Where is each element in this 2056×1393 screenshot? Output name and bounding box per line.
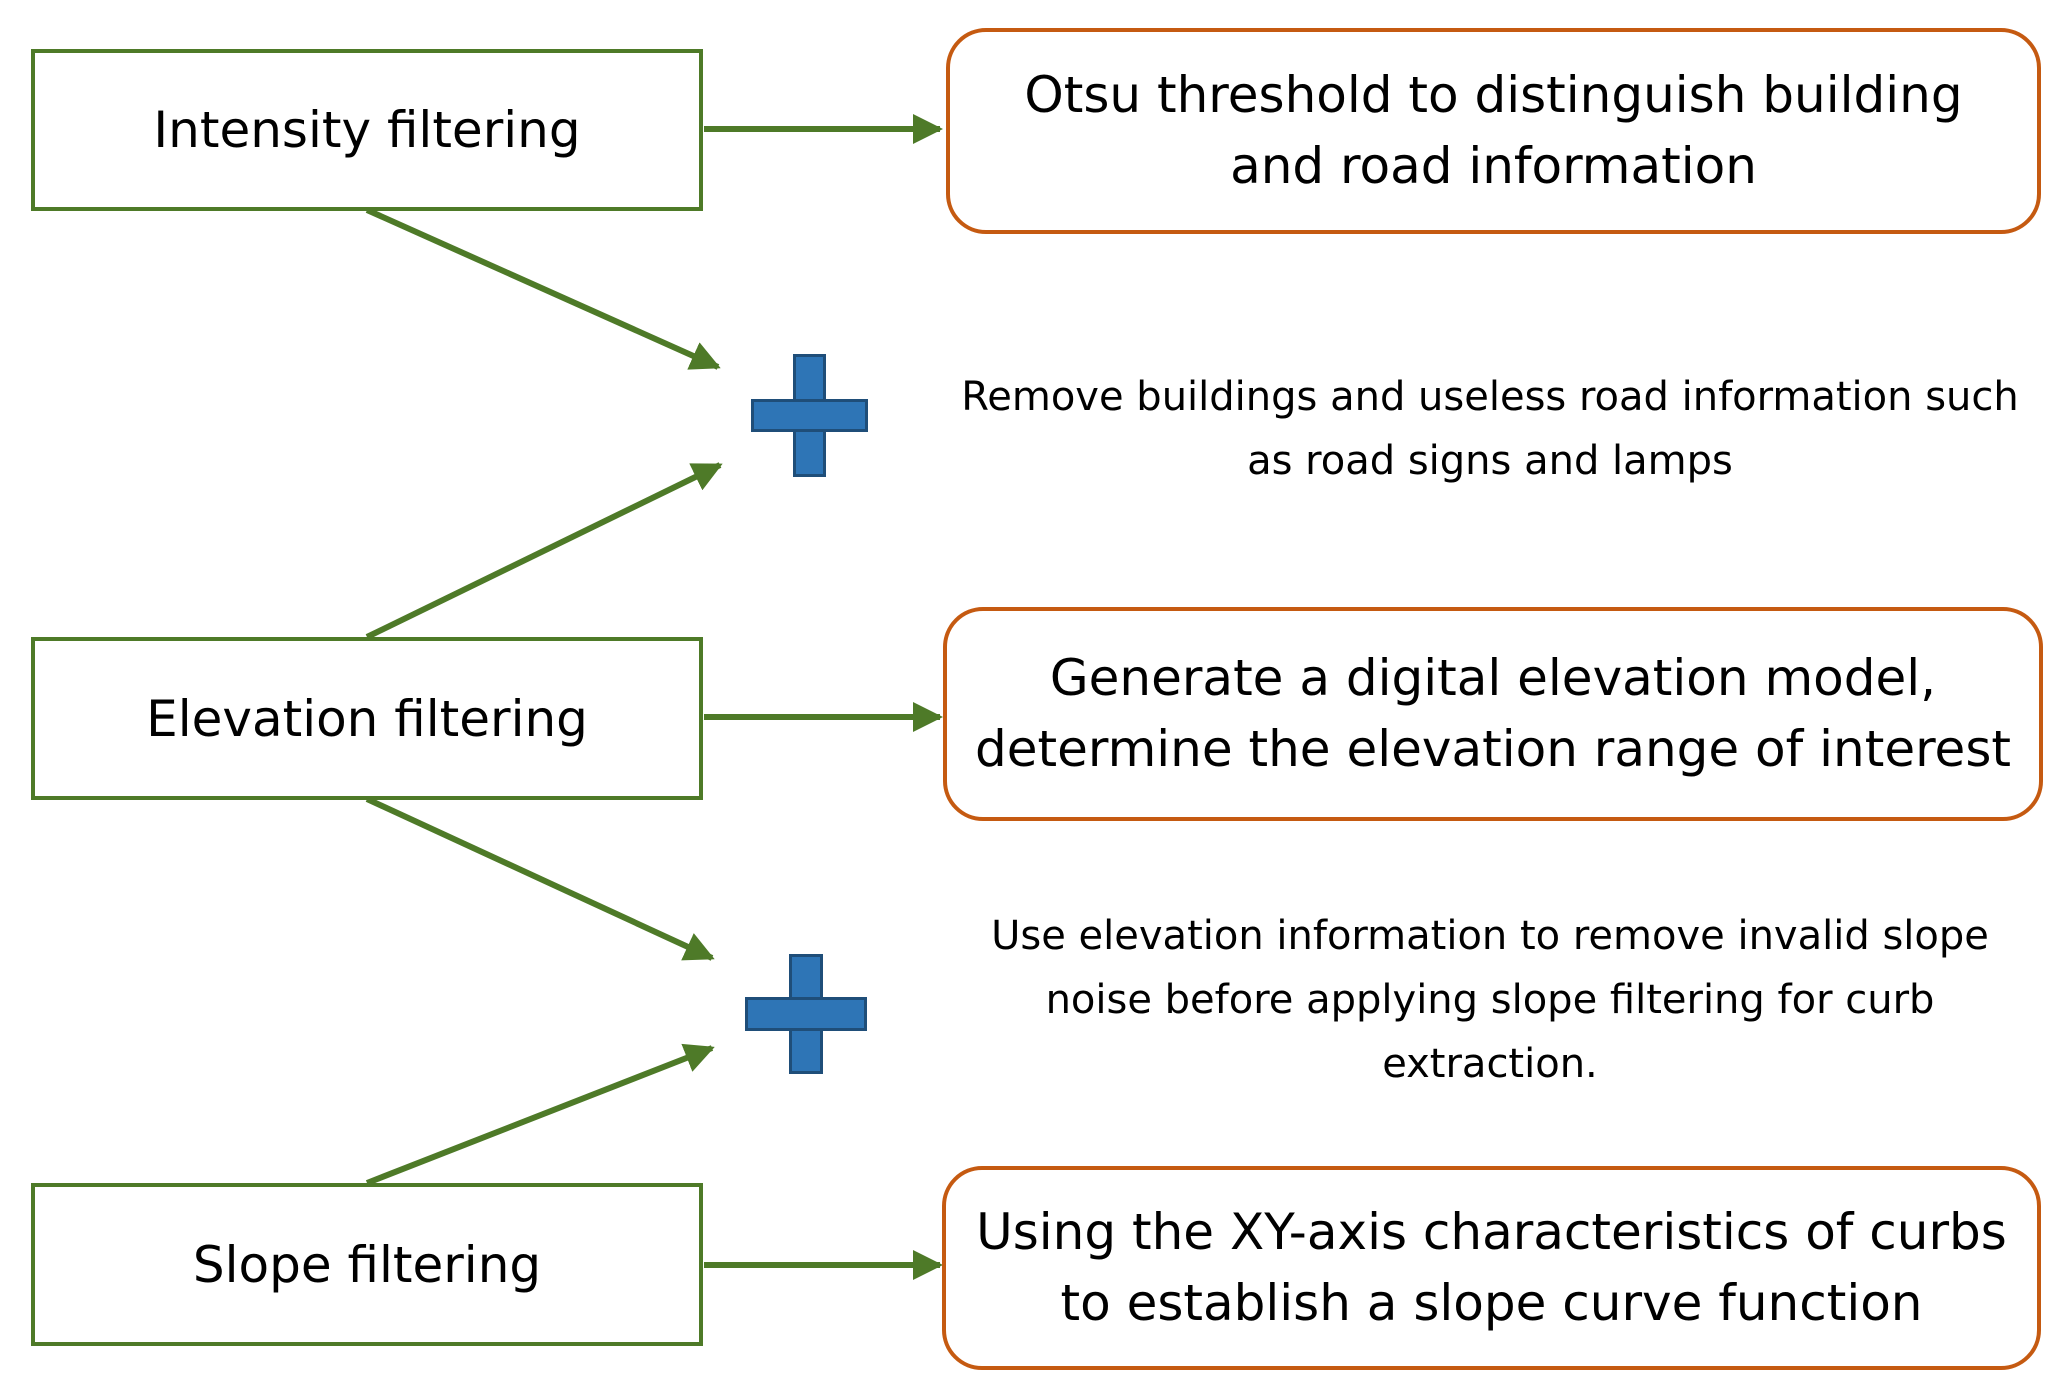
intensity-filtering-label: Intensity filtering: [153, 101, 581, 159]
intensity-result-box: Otsu threshold to distinguish building a…: [946, 28, 2041, 234]
elevation-result-box: Generate a digital elevation model, dete…: [943, 607, 2043, 821]
combine-2-note-text: Use elevation information to remove inva…: [991, 913, 1989, 1087]
slope-filtering-box: Slope filtering: [31, 1183, 703, 1346]
plus-icon: [745, 954, 867, 1074]
arrow-elevation-to-combine-1: [365, 462, 723, 640]
elevation-result-text: Generate a digital elevation model, dete…: [975, 649, 2011, 778]
intensity-result-text: Otsu threshold to distinguish building a…: [1024, 66, 1963, 195]
combine-1-note: Remove buildings and useless road inform…: [960, 365, 2020, 493]
slope-filtering-label: Slope filtering: [192, 1235, 542, 1294]
combine-2-note: Use elevation information to remove inva…: [985, 904, 1995, 1096]
plus-icon-horizontal-bar: [745, 997, 867, 1031]
slope-result-text: Using the XY-axis characteristics of cur…: [976, 1203, 2007, 1332]
plus-icon: [751, 354, 868, 477]
combine-1-note-text: Remove buildings and useless road inform…: [961, 374, 2019, 484]
arrow-slope-to-combine-2: [365, 1043, 715, 1186]
slope-result-box: Using the XY-axis characteristics of cur…: [942, 1166, 2041, 1370]
arrow-intensity-to-combine-1: [365, 207, 721, 370]
arrow-elevation-to-combine-2: [365, 796, 715, 961]
intensity-filtering-box: Intensity filtering: [31, 49, 703, 211]
elevation-filtering-box: Elevation filtering: [31, 637, 703, 800]
elevation-filtering-label: Elevation filtering: [146, 689, 588, 748]
plus-icon-horizontal-bar: [751, 399, 868, 432]
